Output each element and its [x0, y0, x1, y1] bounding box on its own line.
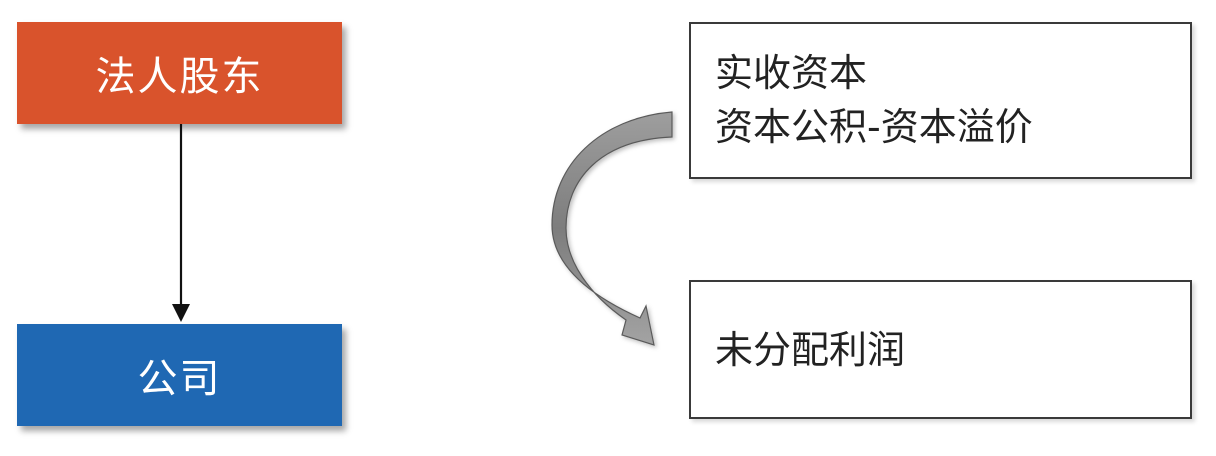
capital-source-box: 实收资本 资本公积-资本溢价 [689, 22, 1192, 179]
paid-in-capital-label: 实收资本 [715, 51, 868, 95]
down-arrow-connector [172, 124, 190, 322]
legal-shareholder-node: 法人股东 [17, 22, 342, 124]
retained-earnings-box: 未分配利润 [689, 280, 1192, 419]
company-node: 公司 [17, 324, 342, 426]
capital-reserve-label: 资本公积-资本溢价 [715, 105, 1033, 149]
legal-shareholder-label: 法人股东 [95, 54, 264, 100]
retained-earnings-label: 未分配利润 [715, 327, 906, 372]
curved-transfer-arrow [551, 111, 673, 346]
company-label: 公司 [137, 356, 222, 402]
